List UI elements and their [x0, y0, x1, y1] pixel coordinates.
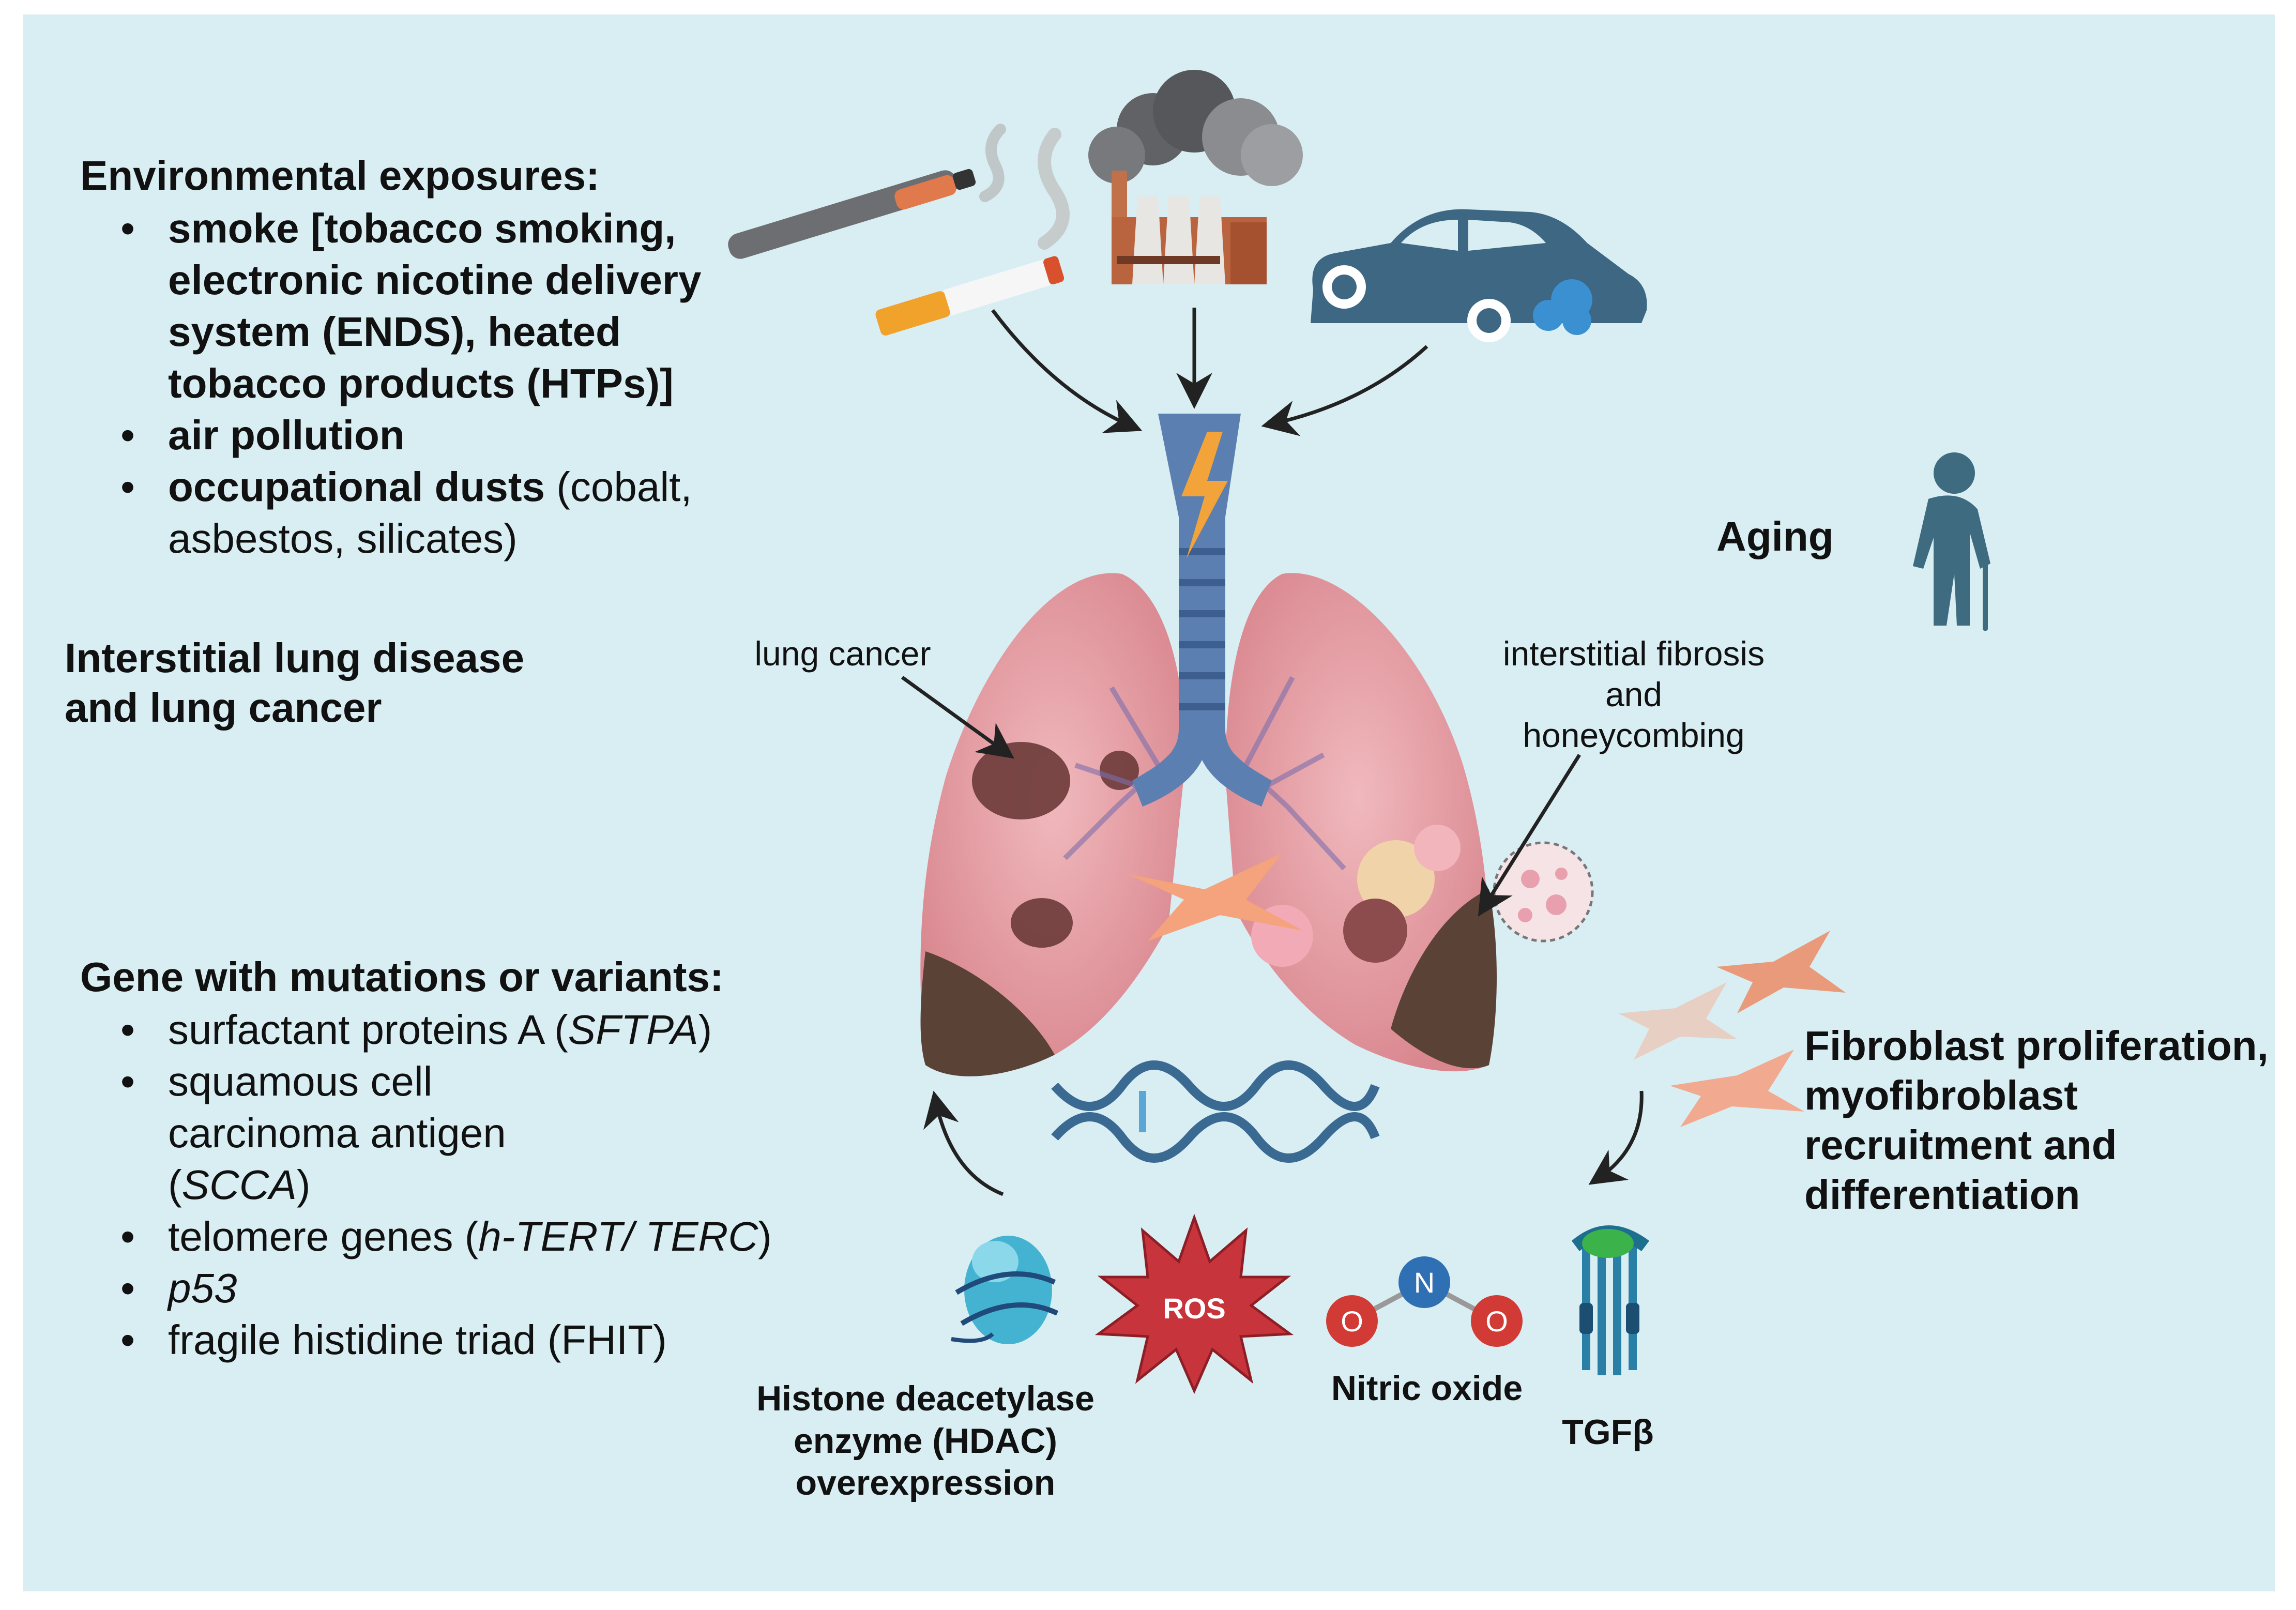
genes-list: surfactant proteins A (SFTPA) squamous c… — [80, 1004, 804, 1366]
env-item-bold: occupational dusts — [168, 464, 545, 510]
ros-icon — [1094, 1213, 1294, 1394]
arrow-lung-cancer — [901, 676, 1015, 759]
gene-item: fragile histidine triad (FHIT) — [80, 1314, 804, 1366]
e-cigarette-icon — [728, 124, 1070, 259]
gene-pre: fragile histidine triad (FHIT) — [168, 1317, 667, 1363]
factory-icon — [1088, 70, 1303, 284]
nitric-oxide-molecule-icon — [1326, 1256, 1523, 1347]
arrow-hdac-to-lung — [923, 1090, 1004, 1196]
gene-item: p53 — [80, 1263, 804, 1314]
tgf-receptor-icon — [1572, 1225, 1649, 1375]
gene-post: ) — [758, 1213, 772, 1259]
aging-label: Aging — [1716, 513, 1834, 559]
cigarette-icon — [875, 256, 1065, 336]
genes-heading: Gene with mutations or variants: — [80, 954, 724, 1000]
environmental-list: smoke [tobacco smoking, electronic nicot… — [80, 203, 747, 565]
fibroblast-icon — [1618, 931, 1846, 1127]
gene-italic: h-TERT/ TERC — [478, 1213, 758, 1259]
no-o1-label: O — [1341, 1305, 1363, 1338]
no-n-label: N — [1414, 1266, 1435, 1299]
dna-icon — [1051, 1060, 1380, 1163]
gene-italic: p53 — [168, 1265, 237, 1311]
environmental-heading: Environmental exposures: — [80, 153, 600, 199]
hdac-label: Histone deacetylase enzyme (HDAC) overex… — [756, 1379, 1094, 1503]
gene-pre: surfactant proteins A ( — [168, 1007, 568, 1053]
arrow-smoke — [991, 309, 1143, 433]
gene-pre: squamous cell carcinoma antigen ( — [168, 1058, 506, 1208]
arrow-car — [1261, 345, 1428, 436]
gene-italic: SCCA — [181, 1162, 297, 1208]
env-item-normal: (cobalt, asbestos, silicates) — [168, 464, 692, 561]
fibroblast-label: Fibroblast proliferation, myofibroblast … — [1804, 1023, 2269, 1218]
arrow-fibrosis — [1478, 754, 1581, 917]
lightning-icon — [1181, 432, 1228, 558]
lung-cancer-label: lung cancer — [754, 634, 931, 673]
ild-title: Interstitial lung disease and lung cance… — [65, 635, 525, 731]
env-item-bold: smoke [tobacco smoking, electronic nicot… — [168, 205, 702, 406]
environmental-item: occupational dusts (cobalt, asbestos, si… — [80, 461, 747, 565]
arrow-fibroblast — [1588, 1090, 1644, 1185]
car-icon — [1311, 209, 1647, 342]
nitric-oxide-label: Nitric oxide — [1331, 1369, 1523, 1408]
gene-item: telomere genes (h-TERT/ TERC) — [80, 1211, 804, 1263]
gene-item: squamous cell carcinoma antigen (SCCA) — [80, 1056, 633, 1211]
ros-label: ROS — [1163, 1292, 1225, 1325]
gene-post: ) — [296, 1162, 311, 1208]
environmental-item: air pollution — [80, 409, 747, 461]
lungs-illustration — [920, 573, 1594, 1076]
histone-icon — [951, 1236, 1059, 1344]
fibrosis-label: interstitial fibrosis and honeycombing — [1502, 634, 1765, 755]
env-item-bold: air pollution — [168, 412, 405, 458]
gene-item: surfactant proteins A (SFTPA) — [80, 1004, 804, 1056]
environmental-item: smoke [tobacco smoking, electronic nicot… — [80, 203, 747, 409]
gene-pre: telomere genes ( — [168, 1213, 479, 1259]
gene-italic: SFTPA — [568, 1007, 698, 1053]
gene-post: ) — [698, 1007, 712, 1053]
trachea-illustration — [1132, 414, 1272, 807]
elderly-person-icon — [1913, 452, 1990, 631]
no-o2-label: O — [1485, 1305, 1508, 1338]
tgf-label: TGFβ — [1562, 1412, 1654, 1452]
